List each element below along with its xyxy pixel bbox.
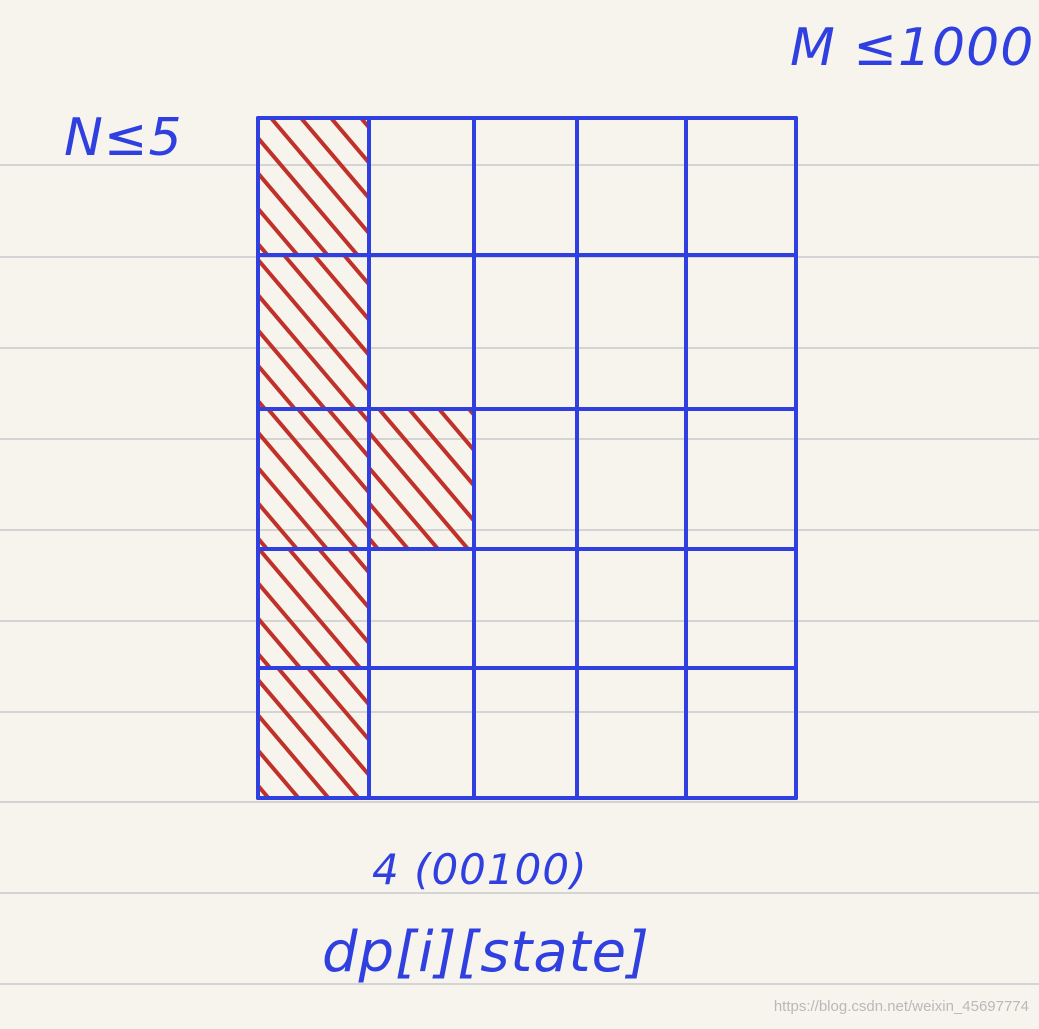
hatch-stroke	[438, 411, 472, 451]
hatched-cell	[128, 668, 479, 798]
hatch-stroke	[128, 668, 239, 798]
hatch-stroke	[267, 411, 367, 529]
n-constraint-label: N≤5	[64, 108, 183, 168]
hatch-stroke	[260, 502, 298, 547]
hatch-stroke	[297, 411, 367, 494]
hatched-cell	[229, 409, 472, 549]
hatch-stroke	[313, 257, 367, 321]
hatch-stroke	[139, 549, 240, 668]
hatch-stroke	[288, 551, 367, 644]
dp-state-label: dp[i][state]	[322, 920, 650, 985]
hatched-cell	[118, 409, 367, 549]
hatch-stroke	[260, 582, 332, 666]
hatch-stroke	[408, 411, 472, 487]
hatched-cell	[104, 255, 367, 409]
hatch-stroke	[307, 670, 367, 741]
hatch-stroke	[260, 137, 359, 253]
hatch-stroke	[260, 537, 268, 547]
state-count-label: 4 (00100)	[372, 845, 588, 894]
hatch-stroke	[360, 120, 367, 129]
hatch-stroke	[330, 120, 367, 164]
hatch-stroke	[368, 668, 479, 798]
hatch-stroke	[260, 207, 299, 253]
hatch-stroke	[270, 120, 367, 235]
hatch-stroke	[260, 364, 296, 407]
hatch-stroke	[277, 670, 367, 776]
hatch-stroke	[260, 551, 362, 666]
hatch-stroke	[260, 172, 329, 253]
hatch-stroke	[468, 411, 472, 416]
hatch-stroke	[300, 120, 367, 199]
hatch-stroke	[229, 409, 348, 549]
hatch-stroke	[260, 400, 266, 407]
hatched-cell	[260, 120, 367, 253]
hatch-stroke	[378, 411, 472, 522]
hatch-stroke	[337, 670, 367, 706]
hatched-cells	[104, 120, 479, 798]
hatch-stroke	[260, 784, 270, 796]
hatch-stroke	[260, 329, 326, 407]
hatched-cell	[139, 549, 367, 668]
hatch-stroke	[260, 749, 300, 796]
hatch-stroke	[260, 652, 272, 666]
hatch-stroke	[318, 551, 367, 609]
hatch-stroke	[348, 551, 367, 574]
hatch-stroke	[327, 411, 367, 458]
hatch-stroke	[260, 714, 330, 796]
hatch-stroke	[371, 431, 469, 547]
m-constraint-label: M ≤1000	[790, 18, 1035, 78]
hatch-stroke	[371, 467, 439, 547]
hatch-stroke	[283, 257, 367, 356]
hatch-stroke	[371, 502, 409, 547]
hatch-stroke	[104, 255, 235, 409]
watermark-url: https://blog.csdn.net/weixin_45697774	[773, 998, 1029, 1015]
notebook-ruled-lines	[0, 164, 1039, 985]
hatch-stroke	[343, 257, 367, 286]
hatch-stroke	[118, 409, 237, 549]
hatch-stroke	[260, 258, 367, 392]
hatch-stroke	[260, 431, 358, 547]
dp-grid	[256, 116, 798, 800]
hatch-stroke	[260, 679, 360, 796]
hatch-stroke	[260, 617, 302, 666]
hatch-stroke	[260, 467, 328, 547]
hatch-stroke	[260, 294, 356, 407]
